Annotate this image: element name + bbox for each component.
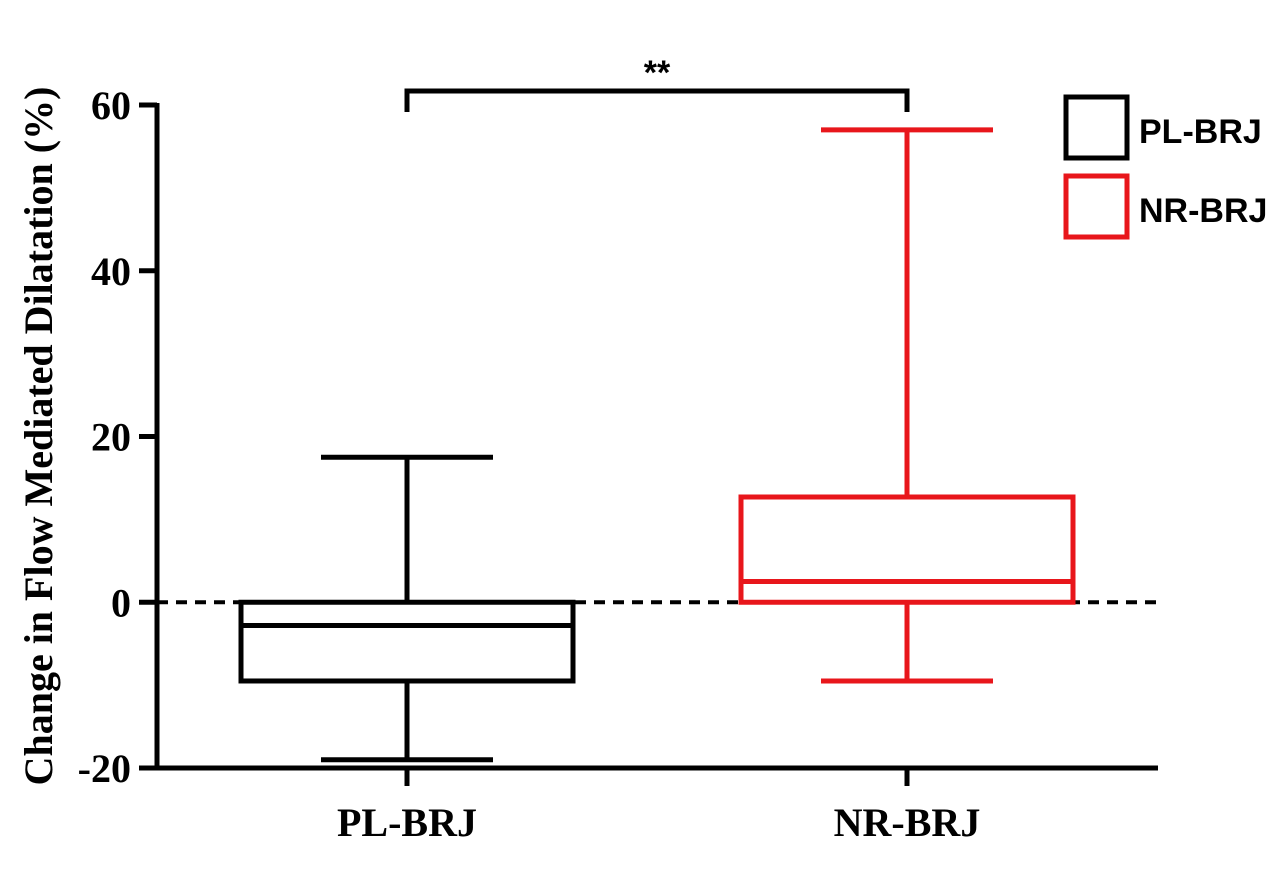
significance-bracket: **	[404, 54, 910, 112]
legend: PL-BRJ NR-BRJ	[1063, 94, 1267, 240]
x-tick-label: PL-BRJ	[337, 800, 477, 845]
interquartile-box	[738, 494, 1076, 605]
box-pl-brj	[238, 454, 576, 763]
significance-label: **	[644, 54, 671, 92]
interquartile-box	[238, 599, 576, 684]
y-tick-label: 60	[91, 83, 131, 128]
y-tick-label: 0	[111, 580, 131, 625]
box-series	[238, 127, 1076, 763]
legend-swatch	[1063, 173, 1130, 240]
x-axis: PL-BRJ NR-BRJ	[155, 765, 1158, 845]
y-axis-label: Change in Flow Mediated Dilatation (%)	[16, 87, 61, 786]
legend-swatch	[1063, 94, 1130, 161]
legend-label: NR-BRJ	[1139, 192, 1267, 230]
legend-label: PL-BRJ	[1139, 113, 1262, 151]
y-tick-label: 20	[91, 415, 131, 460]
y-axis: -20 0 20 40 60	[78, 83, 160, 791]
box-nr-brj	[738, 127, 1076, 684]
bracket-line	[404, 88, 910, 112]
y-tick-label: -20	[78, 746, 131, 791]
x-tick-label: NR-BRJ	[834, 800, 981, 845]
y-tick-label: 40	[91, 249, 131, 294]
